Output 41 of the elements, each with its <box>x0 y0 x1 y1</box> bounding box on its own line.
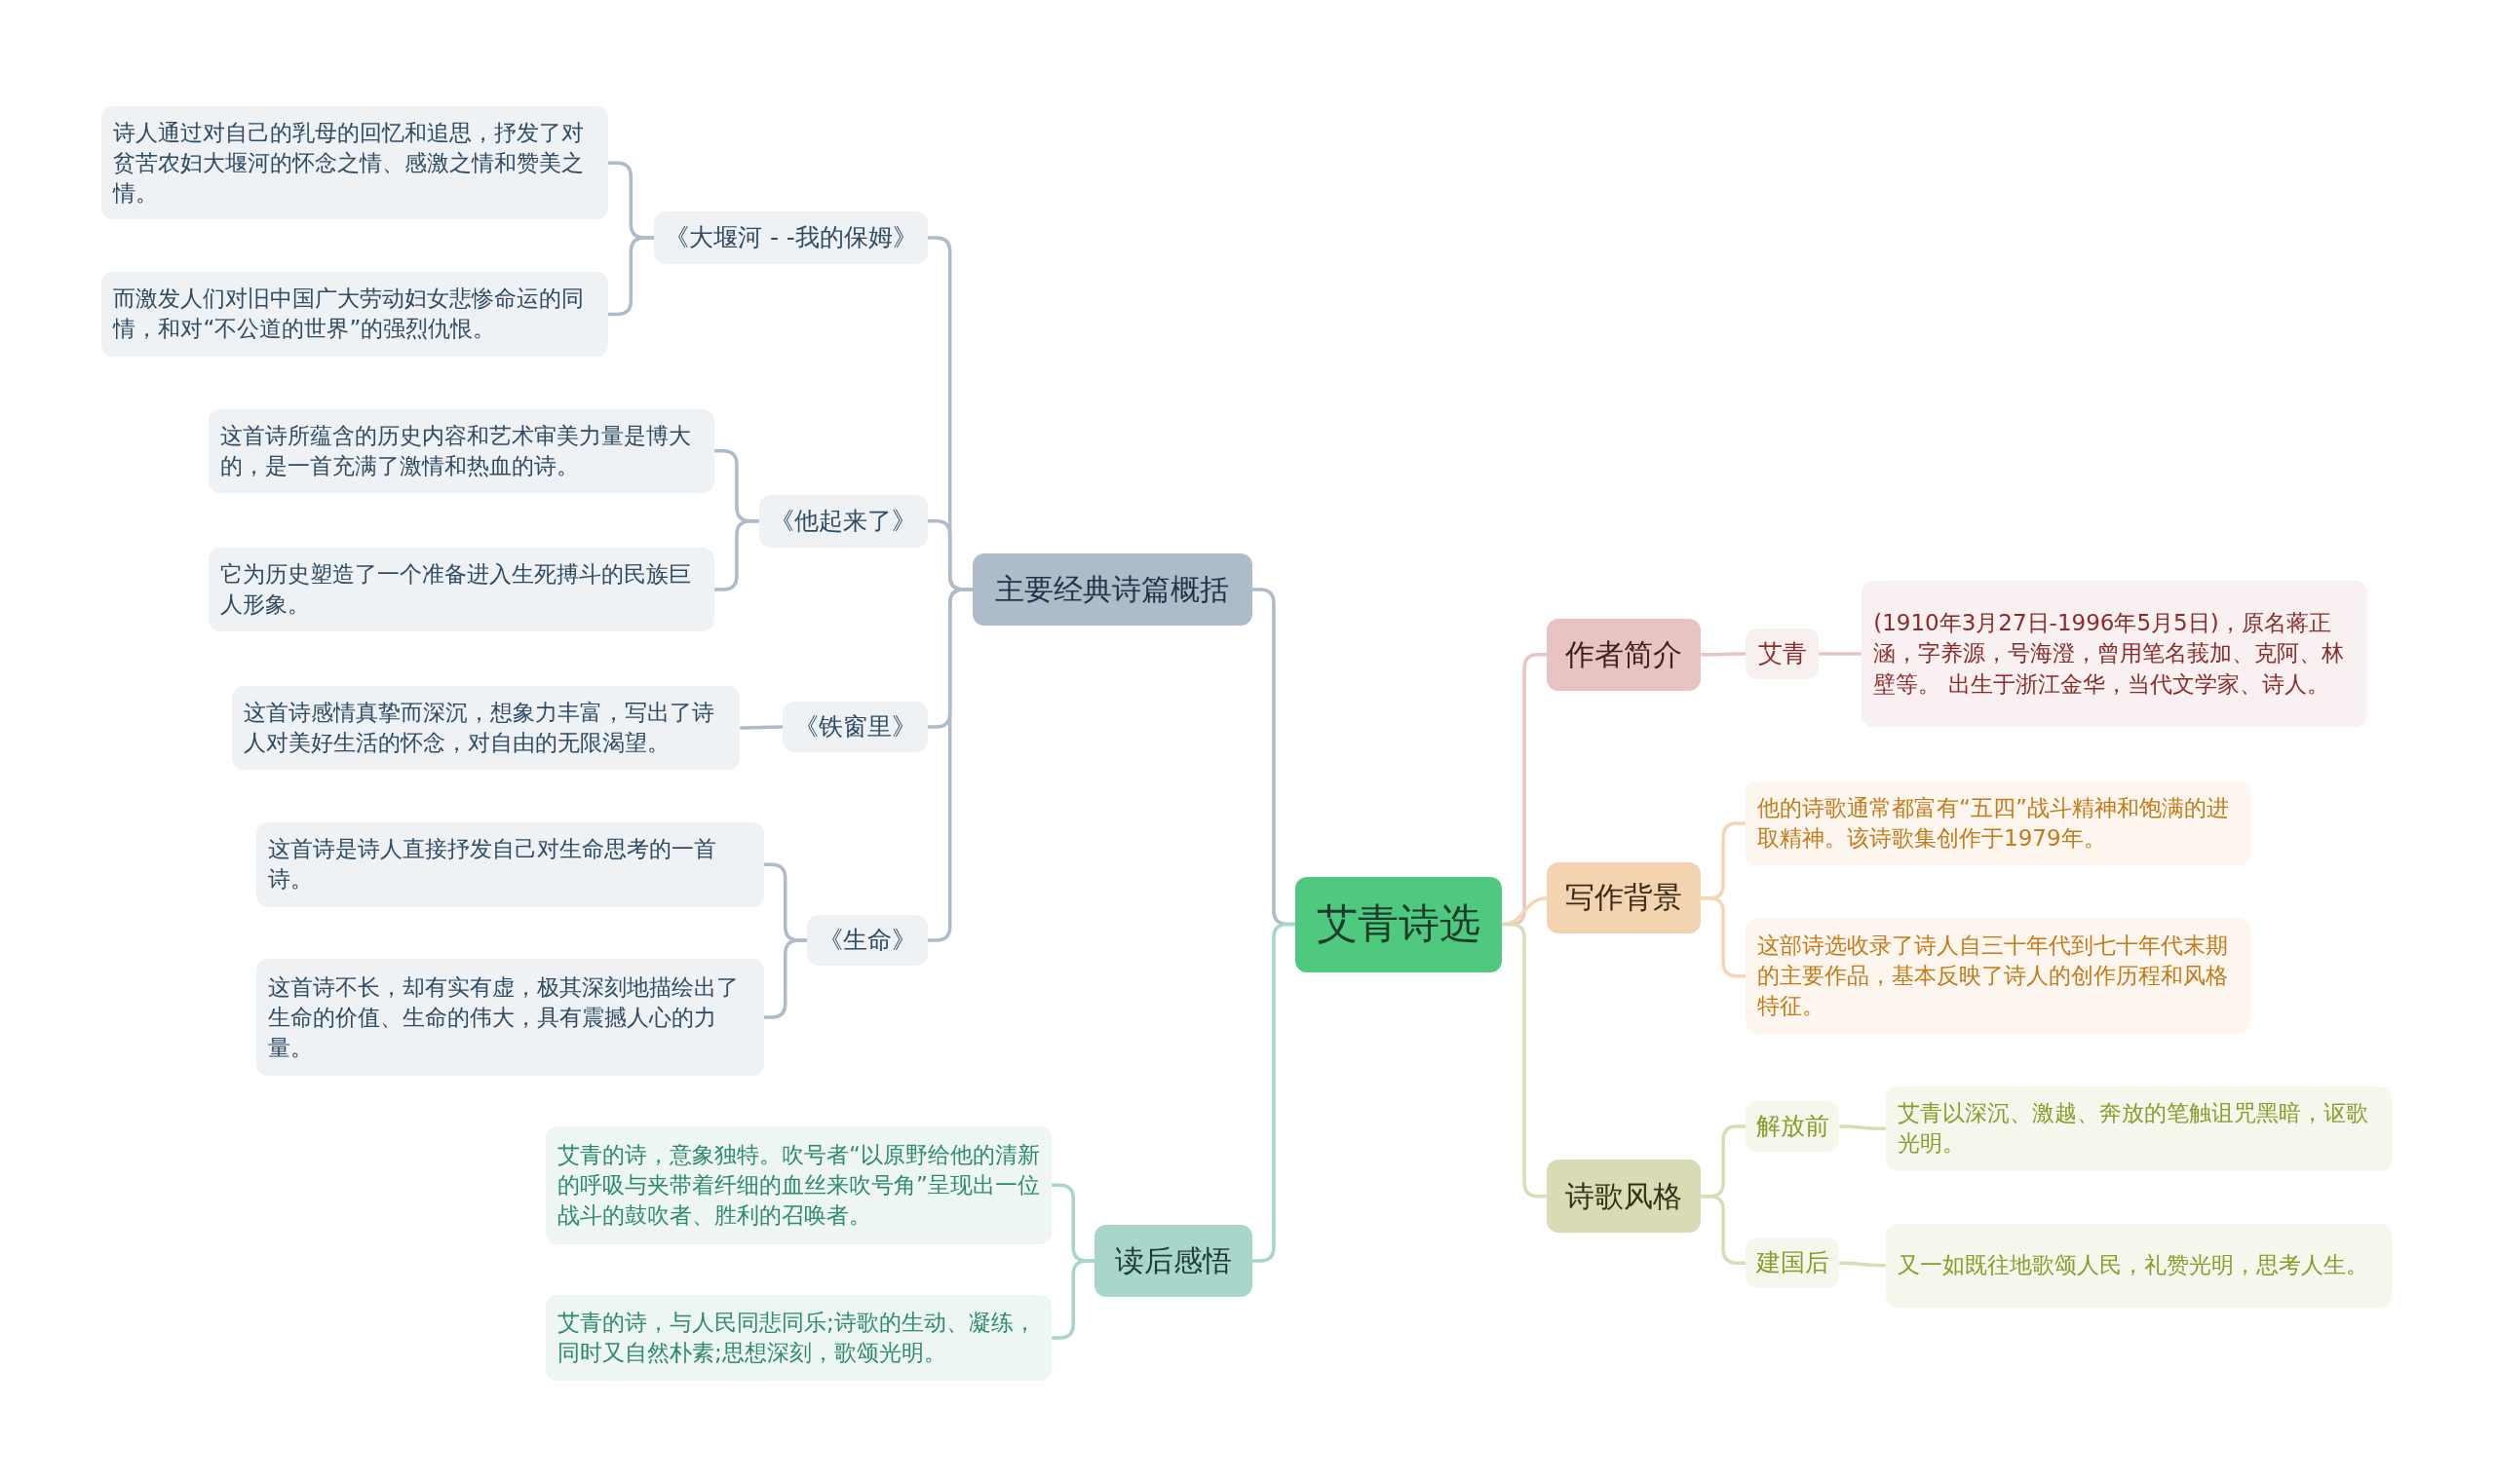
topic-box: 作者简介 <box>1546 619 1702 691</box>
connector-line <box>1839 1124 1886 1131</box>
connector-line <box>1251 922 1295 1263</box>
note-box: 这首诗是诗人直接抒发自己对生命思考的一首诗。 <box>255 822 764 907</box>
note-box: 诗人通过对自己的乳母的回忆和追思，抒发了对贫苦农妇大堰河的怀念之情、感激之情和赞美之情。 <box>101 106 608 220</box>
connector-line <box>1052 1259 1095 1340</box>
topic-box: 诗歌风格 <box>1546 1160 1702 1234</box>
connector-line <box>714 518 759 591</box>
connector-line <box>607 236 654 317</box>
connector-line <box>1839 1261 1886 1268</box>
subtopic-box: 《生命》 <box>806 914 928 966</box>
subtopic-box: 艾青 <box>1746 628 1820 680</box>
note-box: 这首诗不长，却有实有虚，极其深刻地描绘出了生命的价值、生命的伟大，具有震撼人心的力量。 <box>255 959 764 1076</box>
connector-line <box>1701 1195 1746 1266</box>
connector-line <box>1701 895 1746 978</box>
connector-line <box>927 588 973 942</box>
topic-box: 主要经典诗篇概括 <box>972 553 1252 626</box>
subtopic-box: 《他起来了》 <box>758 494 928 548</box>
note-box: 艾青的诗，与人民同悲同乐;诗歌的生动、凝练，同时又自然朴素;思想深刻，歌颂光明。 <box>546 1294 1053 1382</box>
note-box: 而激发人们对旧中国广大劳动妇女悲惨命运的同情，和对“不公道的世界”的强烈仇恨。 <box>101 272 608 357</box>
connector-line <box>740 725 784 730</box>
note-box: 艾青的诗，意象独特。吹号者“以原野给他的清新的呼吸与夹带着纤细的血丝来吹号角”呈现出一位战斗的鼓吹者、胜利的召唤者。 <box>546 1125 1053 1244</box>
note-box: 这首诗感情真挚而深沉，想象力丰富，写出了诗人对美好生活的怀念，对自由的无限渴望。 <box>232 685 741 771</box>
connector-line <box>1502 922 1547 1199</box>
subtopic-box: 解放前 <box>1746 1100 1840 1152</box>
root-topic-box: 艾青诗选 <box>1294 876 1503 972</box>
note-box: 它为历史塑造了一个准备进入生死搏斗的民族巨人形象。 <box>208 547 715 632</box>
topic-box: 写作背景 <box>1546 861 1702 934</box>
note-box: 又一如既往地歌颂人民，礼赞光明，思考人生。 <box>1885 1223 2392 1308</box>
note-box: 艾青以深沉、激越、奔放的笔触诅咒黑暗，讴歌光明。 <box>1885 1086 2392 1171</box>
note-box: 这部诗选收录了诗人自三十年代到七十年代末期的主要作品，基本反映了诗人的创作历程和风格特征。 <box>1746 918 2250 1035</box>
connector-line <box>1819 652 1862 656</box>
connector-line <box>1701 652 1746 657</box>
subtopic-box: 《大堰河 - -我的保姆》 <box>654 211 928 264</box>
note-box: 他的诗歌通常都富有“五四”战斗精神和饱满的进取精神。该诗歌集创作于1979年。 <box>1746 780 2250 866</box>
note-box: (1910年3月27日-1996年5月5日)，原名蒋正涵，字养源，号海澄，曾用笔名莪加、克阿、林壁等。 出生于浙江金华，当代文学家、诗人。 <box>1862 580 2368 728</box>
note-box: 这首诗所蕴含的历史内容和艺术审美力量是博大的，是一首充满了激情和热血的诗。 <box>208 408 715 494</box>
connector-line <box>763 938 807 1019</box>
subtopic-box: 《铁窗里》 <box>783 702 928 753</box>
topic-box: 读后感悟 <box>1094 1225 1252 1297</box>
subtopic-box: 建国后 <box>1746 1237 1840 1289</box>
